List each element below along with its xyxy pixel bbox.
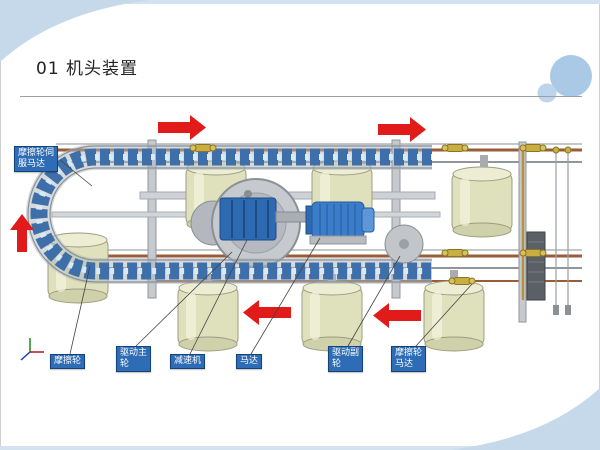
- chain-inner-rail: [49, 167, 432, 261]
- chain-outer-rail: [27, 145, 432, 283]
- flow-arrow-up-icon: [10, 214, 34, 252]
- label-motor: 马达: [236, 354, 263, 369]
- label-friction-wheel: 摩擦轮: [50, 354, 86, 369]
- roller-bottom-mid: [301, 280, 363, 352]
- bottom-right-corner-swoosh: [450, 388, 600, 450]
- bottom-edge-strip: [0, 446, 600, 450]
- flow-arrow-right-icon: [158, 115, 206, 140]
- label-line: 轮: [120, 359, 130, 369]
- flow-arrows: [10, 115, 426, 328]
- title-divider: [20, 96, 582, 97]
- right-side-equipment: [521, 146, 572, 315]
- flow-arrow-right-icon: [378, 117, 426, 142]
- drive-unit: [219, 190, 424, 264]
- label-line: 驱动副: [332, 348, 360, 358]
- slide-title: 01 机头装置: [36, 59, 139, 79]
- label-line: 轮: [332, 359, 342, 369]
- motor-base: [309, 235, 367, 245]
- chain-trolleys: [30, 148, 432, 280]
- roller-bottom-right: [423, 280, 485, 352]
- flow-arrow-left-icon: [243, 300, 291, 325]
- label-line: 服马达: [18, 159, 46, 169]
- label-line: 驱动主: [120, 348, 148, 358]
- fitting: [441, 144, 469, 152]
- logo-circles: [537, 55, 592, 103]
- roller-bottom-left: [177, 280, 239, 352]
- fitting: [448, 277, 476, 285]
- label-drive-sub-wheel: 驱动副 轮: [328, 346, 364, 372]
- label-line: 马达: [240, 356, 259, 366]
- label-reducer: 减速机: [170, 354, 206, 369]
- lifting-eye: [244, 190, 252, 198]
- pulley: [552, 146, 560, 154]
- hanger-hook: [553, 305, 559, 315]
- label-line: 摩擦轮: [54, 356, 82, 366]
- roller-bracket: [480, 155, 488, 167]
- hanger-hook: [565, 305, 571, 315]
- label-drive-main-wheel: 驱动主 轮: [116, 346, 152, 372]
- pulley: [564, 146, 572, 154]
- fitting: [519, 144, 547, 152]
- roller-bracket: [450, 270, 458, 282]
- coupling-shaft: [275, 211, 311, 223]
- label-line: 马达: [395, 359, 414, 369]
- top-left-corner-swoosh: [0, 0, 150, 62]
- leader-lines: [59, 159, 473, 355]
- label-line: 减速机: [174, 356, 202, 366]
- label-line: 摩擦轮: [395, 348, 423, 358]
- label-friction-wheel-motor: 摩擦轮 马达: [391, 346, 427, 372]
- fitting: [441, 249, 469, 257]
- logo-circle-small: [537, 83, 557, 103]
- roller-top-right: [451, 166, 513, 238]
- motor-end-cap: [361, 207, 375, 233]
- label-friction-servo-motor: 摩擦轮伺 服马达: [14, 146, 59, 172]
- fitting: [519, 249, 547, 257]
- top-edge-strip: [0, 0, 600, 4]
- flow-arrow-left-icon: [373, 303, 421, 328]
- conveyor-chain: [26, 144, 432, 284]
- drive-sub-wheel-hub: [399, 239, 409, 249]
- logo-circle-large: [550, 55, 592, 97]
- fitting: [189, 144, 217, 152]
- label-line: 摩擦轮伺: [18, 148, 55, 158]
- xyz-coordinate-axes-icon: [20, 338, 44, 361]
